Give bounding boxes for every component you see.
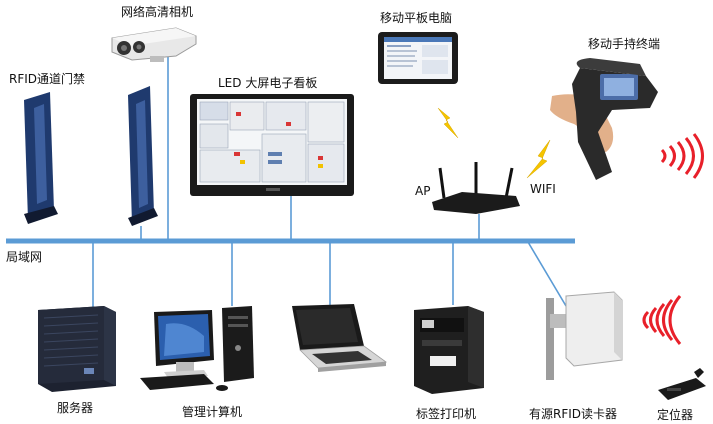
lightning-icon bbox=[437, 107, 459, 139]
tablet-icon bbox=[378, 32, 458, 84]
router-icon bbox=[432, 162, 520, 214]
led-board-icon bbox=[190, 94, 354, 196]
ap-label: AP bbox=[415, 184, 430, 198]
desktop-pc-icon bbox=[140, 306, 254, 391]
mgmt-pc-label: 管理计算机 bbox=[182, 404, 242, 419]
laptop-icon bbox=[292, 304, 388, 372]
link-rfid-reader bbox=[527, 241, 567, 307]
rfid-wave-icon bbox=[642, 295, 682, 345]
camera-label: 网络高清相机 bbox=[121, 4, 193, 19]
locator-icon bbox=[658, 368, 706, 400]
rfid-wave-icon bbox=[660, 133, 704, 179]
wifi-label: WIFI bbox=[530, 182, 556, 196]
server-icon bbox=[38, 306, 116, 392]
rfid-reader-icon bbox=[546, 291, 623, 380]
label-printer-icon bbox=[414, 306, 484, 394]
lightning-icon bbox=[526, 139, 551, 179]
label-printer-label: 标签打印机 bbox=[416, 406, 476, 421]
rfid-gate-label: RFID通道门禁 bbox=[9, 71, 85, 86]
lan-label: 局域网 bbox=[6, 250, 42, 264]
server-label: 服务器 bbox=[57, 400, 93, 415]
rfid-gate-icon bbox=[24, 86, 158, 226]
handheld-scanner-icon bbox=[550, 58, 658, 180]
camera-icon bbox=[111, 27, 197, 62]
rfid-reader-label: 有源RFID读卡器 bbox=[529, 407, 617, 421]
led-board-label: LED 大屏电子看板 bbox=[218, 76, 317, 90]
locator-label: 定位器 bbox=[657, 407, 693, 422]
handheld-label: 移动手持终端 bbox=[588, 36, 660, 51]
tablet-label: 移动平板电脑 bbox=[380, 11, 452, 25]
